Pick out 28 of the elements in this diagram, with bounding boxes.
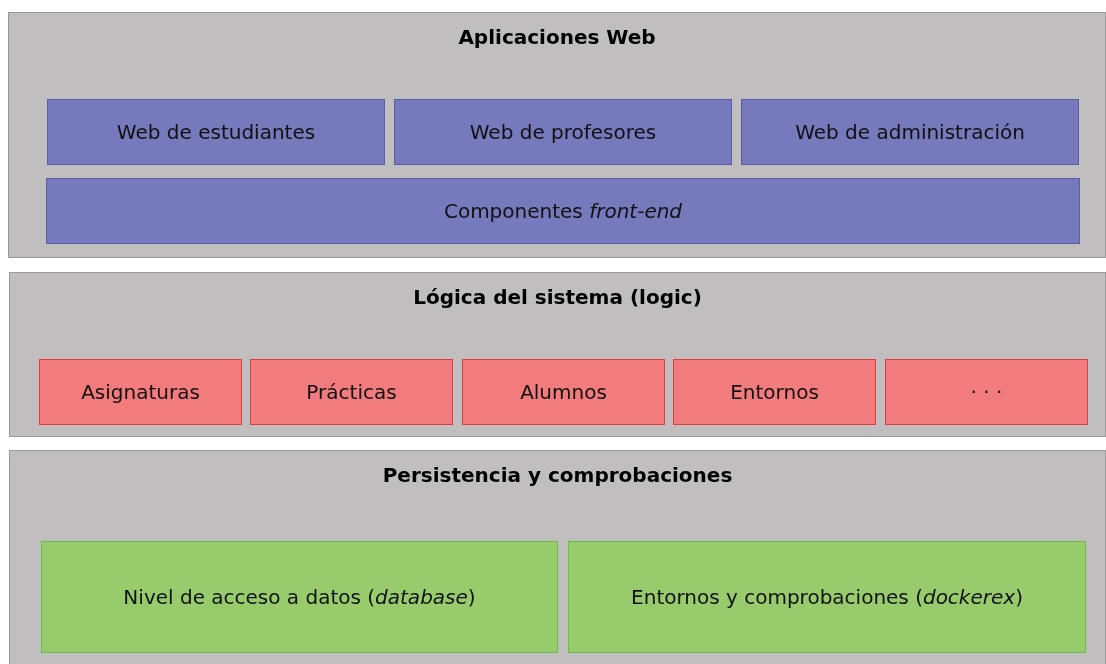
layer-panel	[8, 12, 1106, 258]
module-label: Prácticas	[306, 380, 397, 404]
layer-title: Lógica del sistema (logic)	[412, 285, 703, 309]
module-box	[568, 541, 1086, 653]
module-label: Entornos	[730, 380, 819, 404]
module-box	[741, 99, 1079, 165]
module-label: Alumnos	[520, 380, 607, 404]
module-box	[39, 359, 242, 425]
module-box	[462, 359, 665, 425]
module-box	[46, 178, 1080, 244]
module-box	[394, 99, 732, 165]
module-label: Entornos y comprobaciones (dockerex)	[631, 585, 1023, 609]
module-label: Asignaturas	[81, 380, 200, 404]
module-box	[673, 359, 876, 425]
layer-panel	[9, 450, 1106, 664]
layer-panel	[9, 272, 1106, 437]
module-label: Web de profesores	[469, 120, 657, 144]
module-label: Nivel de acceso a datos (database)	[123, 585, 476, 609]
module-box	[47, 99, 385, 165]
layer-title: Persistencia y comprobaciones	[381, 463, 734, 487]
module-box	[41, 541, 558, 653]
module-label: Componentes front-end	[443, 199, 683, 223]
module-box	[885, 359, 1088, 425]
module-box	[250, 359, 453, 425]
module-label: · · ·	[970, 380, 1003, 404]
module-label: Web de estudiantes	[116, 120, 316, 144]
layer-title: Aplicaciones Web	[457, 25, 657, 49]
module-label: Web de administración	[795, 120, 1025, 144]
